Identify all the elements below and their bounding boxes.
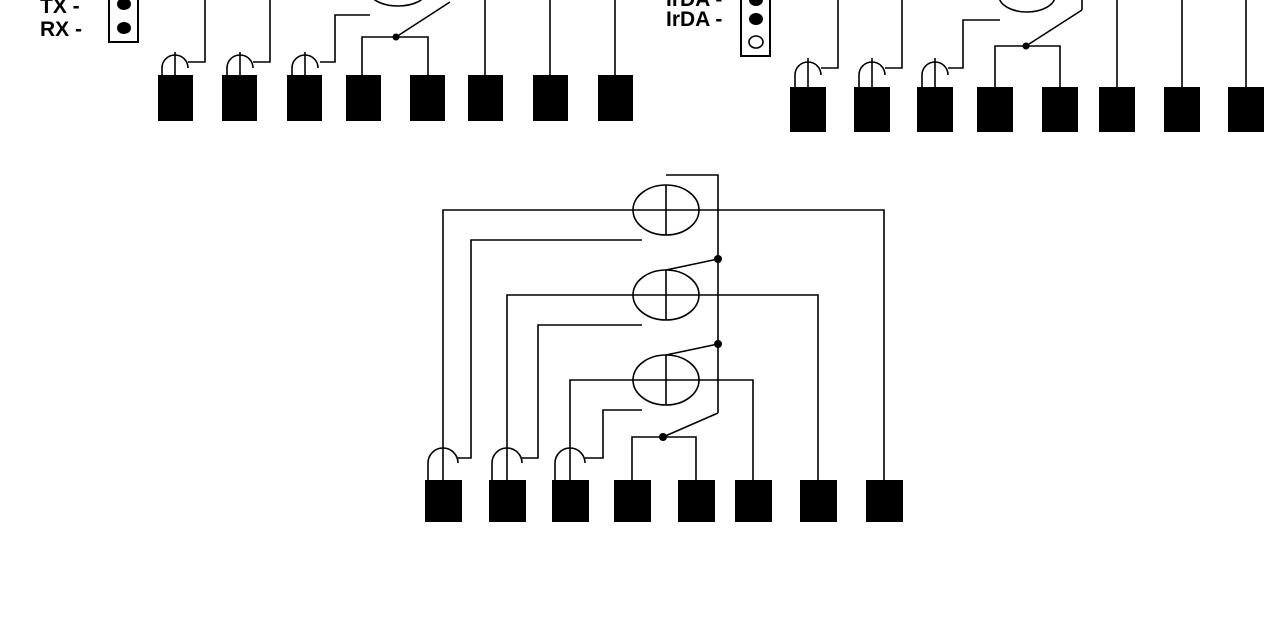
center-pin-row: [425, 480, 903, 522]
connector-pin: [410, 75, 445, 121]
irda-label-1: IrDA -: [666, 0, 722, 11]
left-switch-diagram: [108, 0, 616, 75]
connector-pin: [346, 75, 381, 121]
connector-pin: [1164, 87, 1200, 132]
connector-pin: [552, 480, 589, 522]
connector-pin: [800, 480, 837, 522]
connector-pin: [287, 75, 322, 121]
connector-pin: [489, 480, 526, 522]
connector-pin: [614, 480, 651, 522]
connector-pin: [735, 480, 772, 522]
connector-pin: [468, 75, 503, 121]
irda-jumper-contact-filled: [749, 13, 763, 25]
rx-jumper-contact: [117, 22, 131, 34]
connector-pin: [1228, 87, 1264, 132]
connector-pin: [222, 75, 257, 121]
junction-dots: [392, 33, 1030, 441]
tx-label: TX -: [40, 0, 80, 18]
connector-pin: [598, 75, 633, 121]
left-jumper-contacts: [117, 0, 131, 34]
connector-pin: [917, 87, 953, 132]
connector-pin: [790, 87, 826, 132]
connector-pin: [977, 87, 1013, 132]
left-jumper-block: [108, 0, 139, 43]
right-jumper-block: [740, 0, 771, 57]
connector-pin: [866, 480, 903, 522]
left-pin-row: [158, 75, 633, 121]
right-jumper-contacts: [748, 0, 764, 49]
connector-pin: [678, 480, 715, 522]
connector-pin: [1042, 87, 1078, 132]
connector-pin: [158, 75, 193, 121]
right-switch-diagram: [740, 0, 1247, 87]
irda-jumper-contact-open: [748, 35, 764, 49]
center-switch-diagram: [427, 174, 885, 480]
rx-label: RX -: [40, 18, 82, 41]
connector-pin: [425, 480, 462, 522]
connector-pin: [1099, 87, 1135, 132]
connector-pin: [533, 75, 568, 121]
right-pin-row: [790, 87, 1264, 132]
connector-pin: [854, 87, 890, 132]
tx-jumper-contact: [117, 0, 131, 10]
irda-label-2: IrDA -: [666, 8, 722, 31]
